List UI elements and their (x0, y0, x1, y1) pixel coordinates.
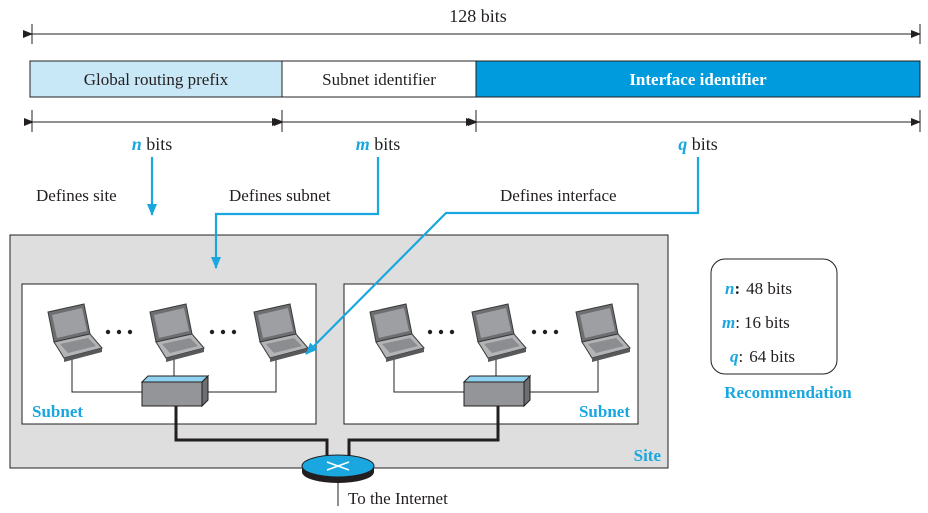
recommendation-n: n:48 bits (725, 279, 792, 298)
interface-identifier-field (475, 60, 921, 98)
defines-interface-label: Defines interface (500, 186, 617, 205)
recommendation-q: q:64 bits (730, 347, 795, 366)
uplink-right (347, 406, 500, 462)
interface-identifier-label: Interface identifier (629, 70, 767, 89)
q-bits-label: q bits (678, 134, 718, 154)
switch-icon (463, 375, 531, 407)
internet-label: To the Internet (348, 489, 448, 508)
defines-subnet-label: Defines subnet (229, 186, 331, 205)
recommendation-title: Recommendation (724, 383, 852, 402)
subnet-identifier-label: Subnet identifier (322, 70, 436, 89)
ellipsis-dots (105, 329, 559, 335)
total-bits-label: 128 bits (449, 6, 507, 26)
subnet-label-left: Subnet (32, 402, 83, 421)
defines-interface-arrow (305, 157, 700, 355)
global-routing-prefix-field (29, 60, 283, 98)
recommendation-m: m:16 bits (722, 313, 790, 332)
recommendation-box (710, 258, 838, 375)
defines-site-label: Defines site (36, 186, 117, 205)
defines-subnet-arrow (211, 157, 380, 269)
switch-icon (141, 375, 209, 407)
m-bits-label: m bits (356, 134, 401, 154)
site-label: Site (634, 446, 662, 465)
global-routing-prefix-label: Global routing prefix (84, 70, 229, 89)
router-icon (301, 454, 375, 483)
uplink-left (174, 406, 329, 462)
n-bits-label: n bits (132, 134, 173, 154)
subnet-identifier-field (281, 60, 477, 98)
subnet-label-right: Subnet (579, 402, 630, 421)
